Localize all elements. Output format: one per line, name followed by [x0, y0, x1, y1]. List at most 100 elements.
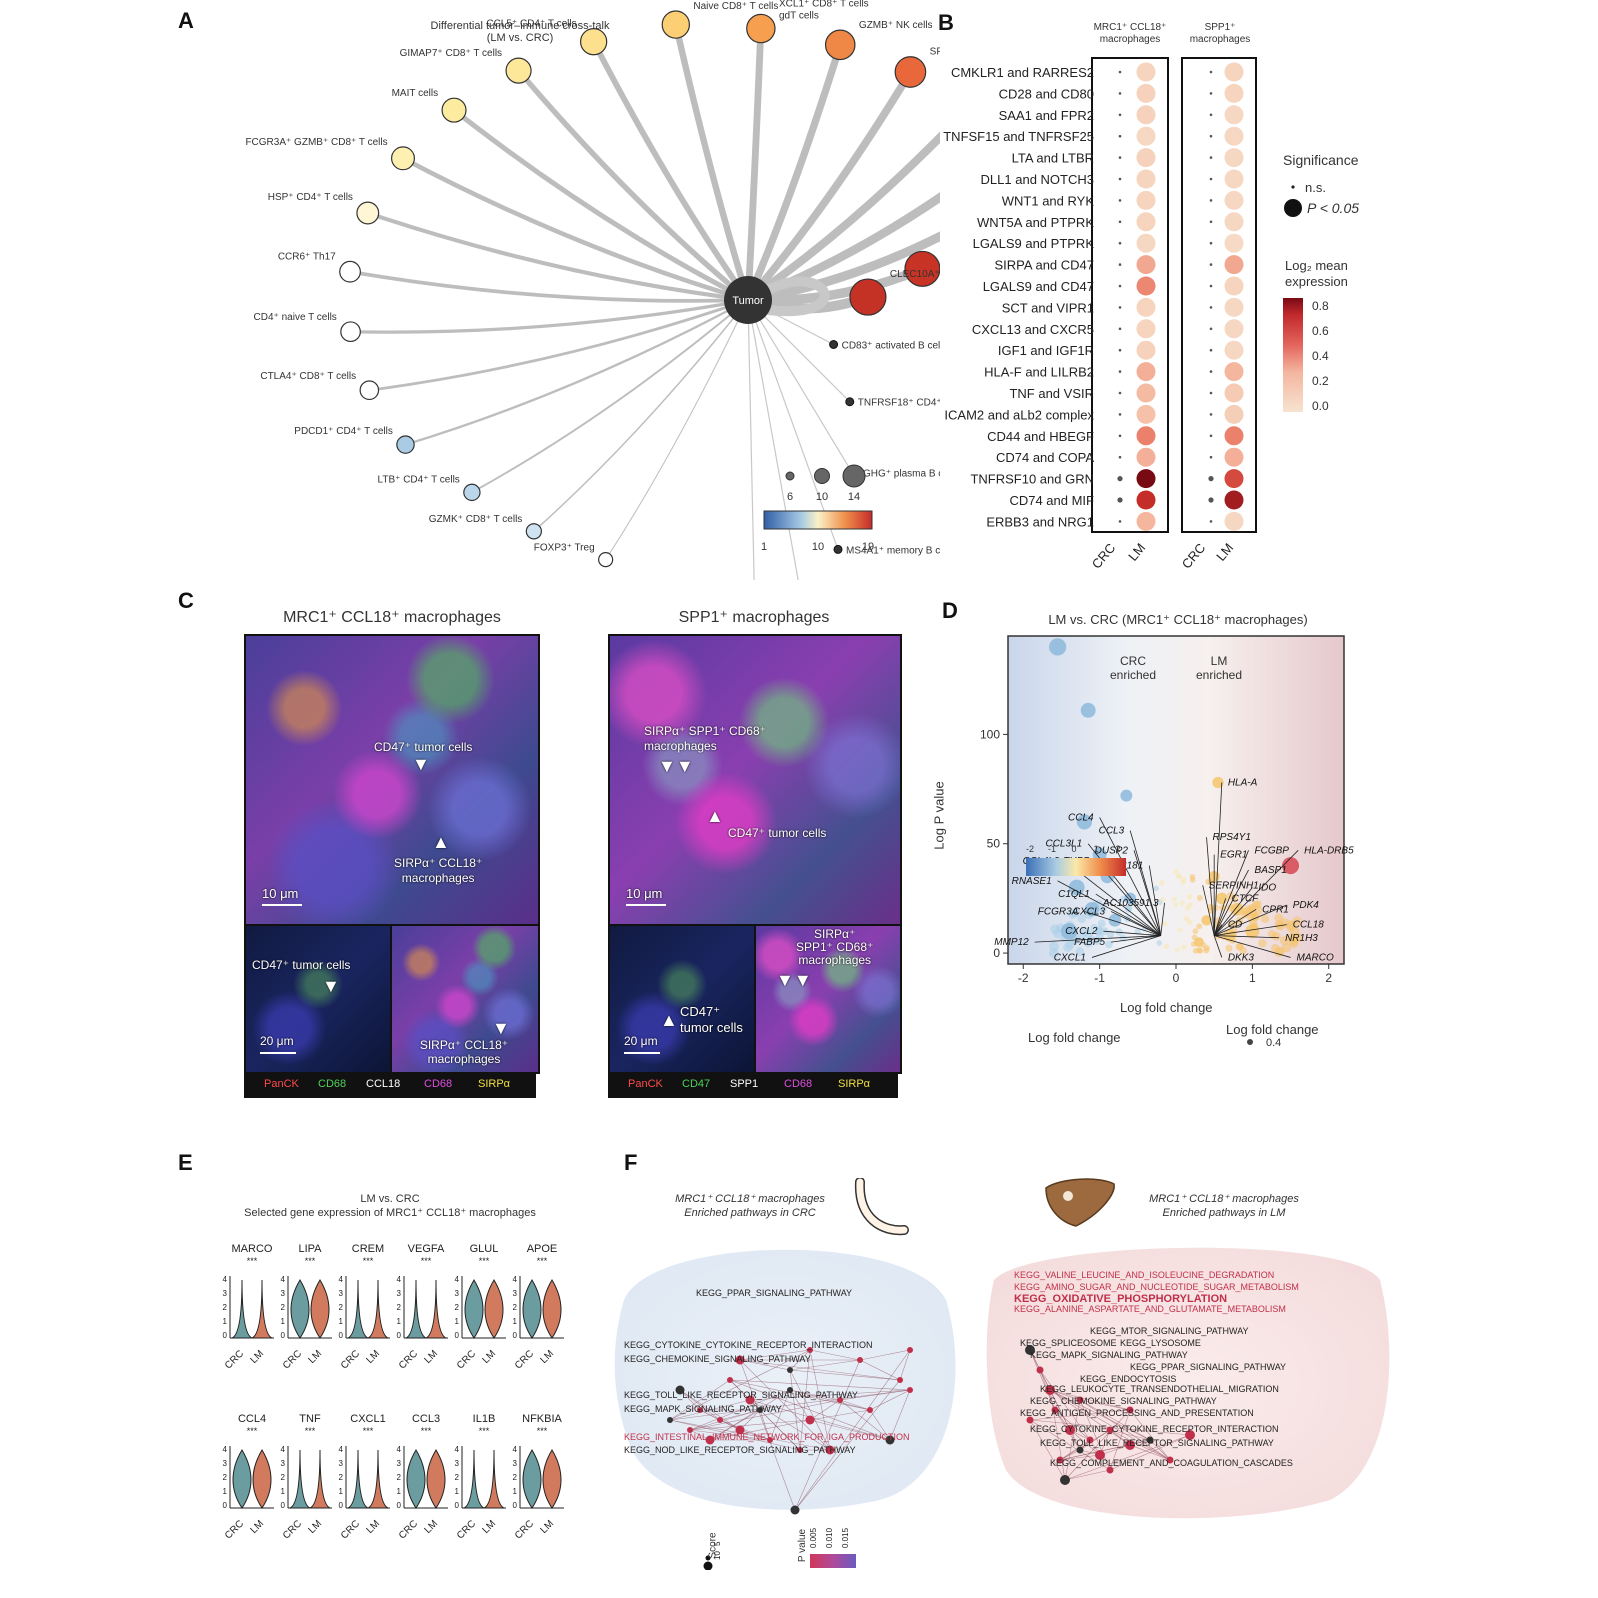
- violin-sig: ***: [305, 1426, 316, 1436]
- lm-dot: [1224, 255, 1244, 275]
- network-node: [790, 1505, 800, 1515]
- violin-ytick: 1: [513, 1487, 518, 1496]
- volcano-bg-point: [1174, 947, 1180, 953]
- violin-xtick: LM: [365, 1518, 383, 1536]
- lm-dot: [1224, 276, 1244, 296]
- gene-label: CCL3L1: [1045, 839, 1082, 850]
- cell-type-node: [396, 435, 415, 454]
- crosstalk-edge: [747, 299, 853, 473]
- x-tick-label: 1: [1249, 971, 1256, 985]
- gene-label: MARCO: [1297, 952, 1334, 963]
- violin-gene-label: IL1B: [473, 1413, 496, 1425]
- cell-type-node: [746, 13, 776, 44]
- volcano-bg-point: [1288, 938, 1299, 949]
- lm-line2: enriched: [1196, 668, 1243, 682]
- volcano-bg-point: [1153, 885, 1159, 892]
- violin-shape: [309, 1449, 331, 1509]
- network-edge: [1049, 1389, 1171, 1461]
- lm-dot: [1136, 447, 1156, 467]
- cell-type-label: FOXP3⁺ Treg: [534, 543, 595, 554]
- crc-dot: [1209, 284, 1213, 288]
- crosstalk-edge: [747, 299, 799, 580]
- network-edge: [729, 1379, 911, 1391]
- network-node: [857, 1357, 863, 1363]
- panel-c-right-title: SPP1⁺ macrophages: [678, 609, 830, 626]
- gene-label: CPR1: [1262, 904, 1289, 915]
- cell-type-node: [356, 201, 380, 225]
- ann-line: macrophages: [644, 739, 717, 753]
- if-image-spp1-main: SIRPα⁺ SPP1⁺ CD68⁺ macrophages ▼▼ ▲ CD47…: [608, 634, 902, 926]
- volcano-bg-point: [1253, 900, 1262, 909]
- network-node: [1106, 1426, 1114, 1434]
- volcano-bg-point: [1236, 942, 1244, 951]
- crc-dot: [1118, 434, 1122, 438]
- panel-a-title-line1: Differential tumor–immune cross-talk: [430, 20, 610, 32]
- violin-ytick: 3: [397, 1289, 402, 1298]
- gene-label: CXCL2: [1065, 926, 1098, 937]
- scale-bar-label: 10 μm: [626, 886, 663, 901]
- crc-dot: [1118, 220, 1122, 224]
- gene-leader-line: [1213, 850, 1249, 936]
- gene-leader-line: [1111, 935, 1161, 943]
- volcano-bg-point: [1203, 947, 1210, 954]
- panel-f-right-title: MRC1⁺ CCL18⁺ macrophages Enriched pathwa…: [1124, 1192, 1324, 1220]
- network-node: [1051, 1406, 1059, 1414]
- dotplot-xtick: LM: [1213, 540, 1236, 563]
- violin-ytick: 3: [397, 1459, 402, 1468]
- if-inset-mrc1-2: ▼ SIRPα⁺ CCL18⁺ macrophages: [390, 924, 540, 1074]
- violin-xtick: LM: [423, 1348, 441, 1366]
- volcano-bg-point: [1282, 943, 1292, 953]
- cell-type-label: MS4A1⁺ memory B cells: [846, 545, 940, 556]
- gene-label: BASP1: [1255, 865, 1287, 876]
- expression-legend-title: Log₂ mean expression: [1285, 258, 1348, 290]
- gene-label: EGR1: [1220, 850, 1247, 861]
- violin-ytick: 2: [513, 1303, 518, 1312]
- pathway-label: KEGG_LEUKOCYTE_TRANSENDOTHELIAL_MIGRATIO…: [1040, 1384, 1279, 1394]
- network-edge: [1109, 1429, 1151, 1441]
- arrowhead-icon: ▲: [660, 1010, 678, 1030]
- violin-xtick: LM: [249, 1348, 267, 1366]
- network-node: [1036, 1366, 1044, 1374]
- ann-line: SIRPα⁺: [814, 927, 856, 941]
- volcano-point: [1108, 913, 1122, 927]
- crc-dot: [1118, 413, 1122, 416]
- crosstalk-edge: [471, 299, 749, 494]
- pathway-label: KEGG_OXIDATIVE_PHOSPHORYLATION: [1014, 1293, 1227, 1305]
- lfc-colorbar-tick: -1: [1048, 844, 1056, 854]
- crosstalk-edge: [745, 69, 914, 303]
- crc-dot: [1118, 327, 1122, 331]
- violin-gene-label: VEGFA: [408, 1243, 445, 1255]
- lm-dot: [1136, 255, 1156, 275]
- color-legend-tick: 10: [812, 541, 824, 553]
- cell-type-node: [833, 544, 843, 554]
- ann-line: CD47⁺: [680, 1004, 721, 1019]
- lm-dot: [1224, 297, 1244, 317]
- violin-ytick: 1: [281, 1487, 286, 1496]
- cell-type-label: XCL1⁺ CD8⁺ T cells: [779, 0, 869, 9]
- channel-legend-right: PanCK CD47 SPP1 CD68 SIRPα: [608, 1072, 898, 1098]
- violin-ytick: 0: [397, 1331, 402, 1340]
- crosstalk-edge: [672, 23, 752, 301]
- pvalue-legend-value: 0.010: [825, 1527, 834, 1548]
- lm-dot: [1224, 233, 1244, 253]
- lm-dot: [1224, 362, 1244, 382]
- gene-label: FCGR3A: [1038, 907, 1079, 918]
- arrowhead-icon: ▲: [432, 832, 450, 852]
- lr-pair-label: SAA1 and FPR2: [999, 108, 1094, 123]
- network-edge: [859, 1349, 911, 1361]
- x-tick-label: 2: [1325, 971, 1332, 985]
- violin-ytick: 0: [281, 1331, 286, 1340]
- volcano-point: [1212, 776, 1224, 789]
- network-node: [745, 1395, 755, 1405]
- gene-leader-line: [1206, 837, 1215, 936]
- gene-label: CCL3: [1099, 826, 1125, 837]
- pathway-label: KEGG_ENDOCYTOSIS: [1080, 1374, 1176, 1384]
- f-right-title-line2: Enriched pathways in LM: [1162, 1207, 1286, 1219]
- ann-line: SIRPα⁺ SPP1⁺ CD68⁺: [644, 724, 766, 738]
- significance-legend-title: Significance: [1283, 152, 1359, 168]
- network-node: [807, 1347, 813, 1353]
- violin-shape: [542, 1449, 562, 1509]
- network-edge: [809, 1349, 861, 1361]
- network-edge: [1049, 1389, 1131, 1411]
